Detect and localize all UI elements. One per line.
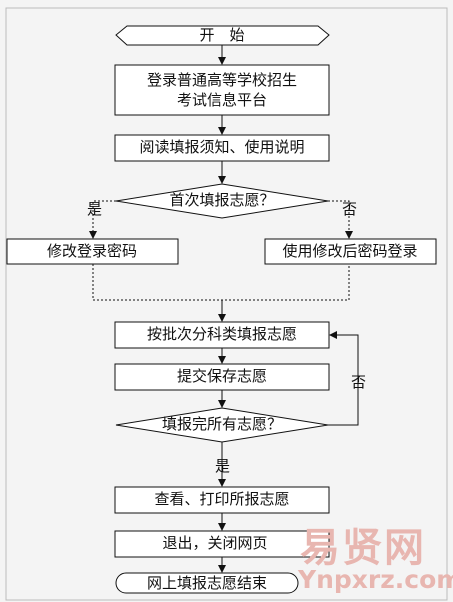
watermark-url: Ynpxrz.com bbox=[298, 565, 453, 594]
yes-label-1: 是 bbox=[87, 200, 103, 218]
first-time-label: 首次填报志愿？ bbox=[169, 191, 275, 209]
end-label: 网上填报志愿结束 bbox=[146, 574, 268, 592]
login-label-line1: 登录普通高等学校招生 bbox=[146, 71, 298, 89]
no-label-1: 否 bbox=[342, 200, 358, 218]
login-new-password-box bbox=[264, 238, 437, 265]
save-label: 提交保存志愿 bbox=[176, 367, 268, 385]
save-box bbox=[114, 363, 330, 391]
exit-box bbox=[114, 530, 330, 558]
exit-label: 退出，关闭网页 bbox=[162, 534, 268, 552]
no-label-2: 否 bbox=[351, 373, 367, 391]
fill-volunteer-label: 按批次分科类填报志愿 bbox=[146, 325, 298, 343]
login-label-line2: 考试信息平台 bbox=[176, 91, 268, 109]
read-label: 阅读填报须知、使用说明 bbox=[139, 138, 305, 156]
print-label: 查看、打印所报志愿 bbox=[154, 490, 290, 508]
all-done-label: 填报完所有志愿？ bbox=[161, 415, 283, 433]
change-password-label: 修改登录密码 bbox=[46, 242, 138, 260]
change-password-box bbox=[6, 238, 179, 265]
login-box bbox=[114, 64, 330, 116]
yes-label-2: 是 bbox=[215, 457, 231, 475]
start-shape bbox=[115, 25, 330, 46]
end-shape bbox=[115, 572, 299, 594]
outer-frame bbox=[5, 7, 448, 601]
watermark-cn: 易贤网 bbox=[300, 525, 426, 571]
print-box bbox=[114, 486, 330, 514]
fill-volunteer-box bbox=[114, 321, 330, 349]
start-label: 开 始 bbox=[199, 26, 245, 44]
login-new-password-label: 使用修改后密码登录 bbox=[282, 242, 418, 260]
